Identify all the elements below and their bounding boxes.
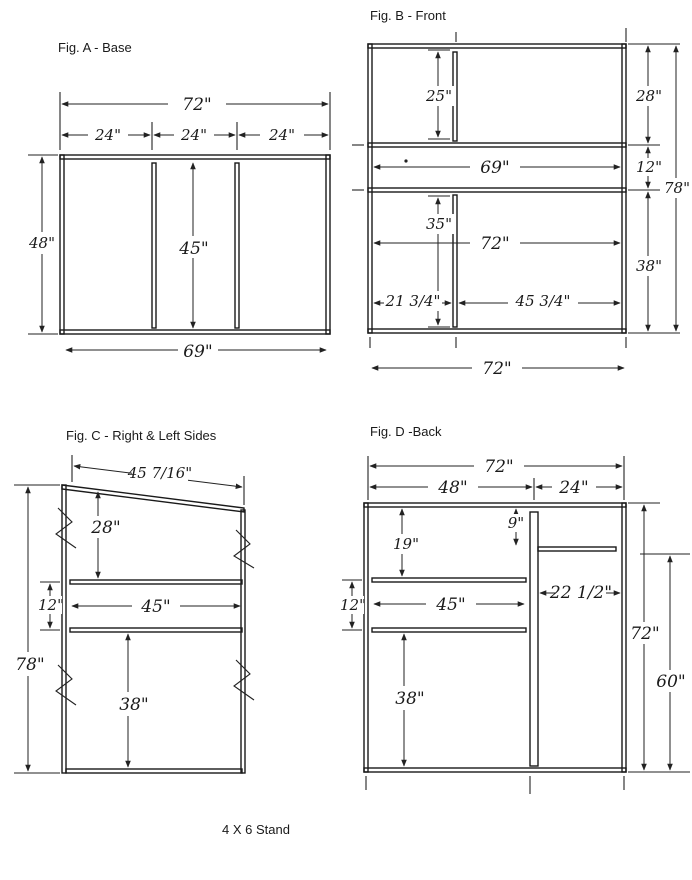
dim-inner: 45" — [140, 597, 170, 617]
dim-seg1: 24" — [94, 126, 121, 144]
dim-width: 72" — [484, 457, 513, 477]
dimension-48-depth: 48" — [28, 154, 58, 335]
dimension-45: 45" — [373, 593, 525, 615]
dim-middle: 12" — [340, 596, 366, 614]
dim-bottom: 38" — [119, 695, 148, 715]
dimension-38: 38" — [112, 633, 156, 768]
dim-lower-gap: 35" — [426, 215, 452, 233]
back-frame — [363, 502, 627, 794]
dimension-slope: 45 7/16" — [71, 455, 245, 505]
dim-top: 28" — [90, 518, 120, 538]
dim-top-gap: 25" — [425, 87, 452, 105]
dim-slope: 45 7/16" — [127, 464, 192, 482]
dimension-69-upper: 69" — [373, 156, 621, 178]
figure-a-title: Fig. A - Base — [58, 40, 132, 55]
dim-inner: 45" — [178, 239, 208, 259]
dimension-72-width: 72" — [371, 357, 625, 379]
dim-total: 72" — [182, 95, 211, 115]
dim-middle: 12" — [636, 158, 662, 176]
dimension-78: 78" — [14, 484, 60, 774]
dimension-split: 48" 24" — [369, 476, 623, 500]
figure-a-base: Fig. A - Base 72" 24" — [28, 40, 331, 362]
dimension-60: 60" — [640, 553, 690, 771]
dim-upper-frame: 28" — [635, 87, 662, 105]
dim-right-height: 60" — [656, 672, 685, 692]
dimension-9: 9" — [504, 508, 528, 546]
dim-seg2: 24" — [180, 126, 207, 144]
stand-caption: 4 X 6 Stand — [222, 822, 290, 837]
dimension-45-inner: 45" — [174, 162, 214, 329]
dimension-12: 12" — [38, 581, 64, 631]
dimension-72-total: 72" — [59, 92, 331, 150]
dimension-split: 21 3/4" 45 3/4" — [373, 291, 621, 311]
dim-bottom: 38" — [395, 689, 424, 709]
dimension-45: 45" — [71, 595, 241, 617]
dim-depth: 48" — [28, 234, 55, 252]
dim-total-height: 78" — [664, 179, 690, 197]
dim-lower-frame: 38" — [636, 257, 662, 275]
dim-total-height: 78" — [15, 655, 44, 675]
dimension-12: 12" — [340, 579, 366, 631]
dim-door: 22 1/2" — [549, 583, 612, 603]
dimension-72-lower: 72" — [373, 232, 621, 254]
dimension-thirds: 24" 24" 24" — [61, 122, 329, 150]
dimension-19: 19" — [390, 508, 422, 577]
dimension-38: 38" — [390, 633, 430, 767]
dim-top: 19" — [393, 535, 419, 553]
dim-right: 24" — [558, 478, 588, 498]
front-right-dimensions: 28" 12" 38" 78" — [628, 43, 690, 334]
side-frame — [55, 484, 255, 774]
dimension-69-bottom: 69" — [65, 340, 327, 362]
figure-c-title: Fig. C - Right & Left Sides — [66, 428, 217, 443]
dim-seg3: 24" — [268, 126, 295, 144]
figure-d-title: Fig. D -Back — [370, 424, 442, 439]
base-frame — [59, 154, 331, 335]
dimension-72-height: 72" — [628, 502, 690, 773]
dimension-22-half: 22 1/2" — [539, 581, 621, 603]
dimension-25: 25" — [424, 49, 454, 140]
dim-bottom: 69" — [183, 342, 212, 362]
dim-left: 48" — [437, 478, 467, 498]
dim-width: 72" — [482, 359, 511, 379]
figure-d-back: Fig. D -Back 72" 48" — [340, 424, 690, 794]
figure-b-front: Fig. B - Front 25" — [352, 8, 690, 379]
dim-lower-span: 72" — [480, 234, 509, 254]
dim-height: 72" — [630, 624, 659, 644]
dim-notch: 9" — [508, 514, 524, 532]
dim-upper-span: 69" — [480, 158, 509, 178]
figure-b-title: Fig. B - Front — [370, 8, 446, 23]
figure-c-sides: Fig. C - Right & Left Sides 45 7/16" — [14, 428, 255, 774]
dimension-28: 28" — [86, 491, 126, 579]
front-frame — [352, 28, 627, 348]
dim-left-part: 21 3/4" — [385, 292, 441, 310]
dim-inner: 45" — [435, 595, 465, 615]
dim-middle: 12" — [38, 596, 64, 614]
dim-right-part: 45 3/4" — [515, 292, 571, 310]
dimension-72-width: 72" — [367, 455, 625, 500]
